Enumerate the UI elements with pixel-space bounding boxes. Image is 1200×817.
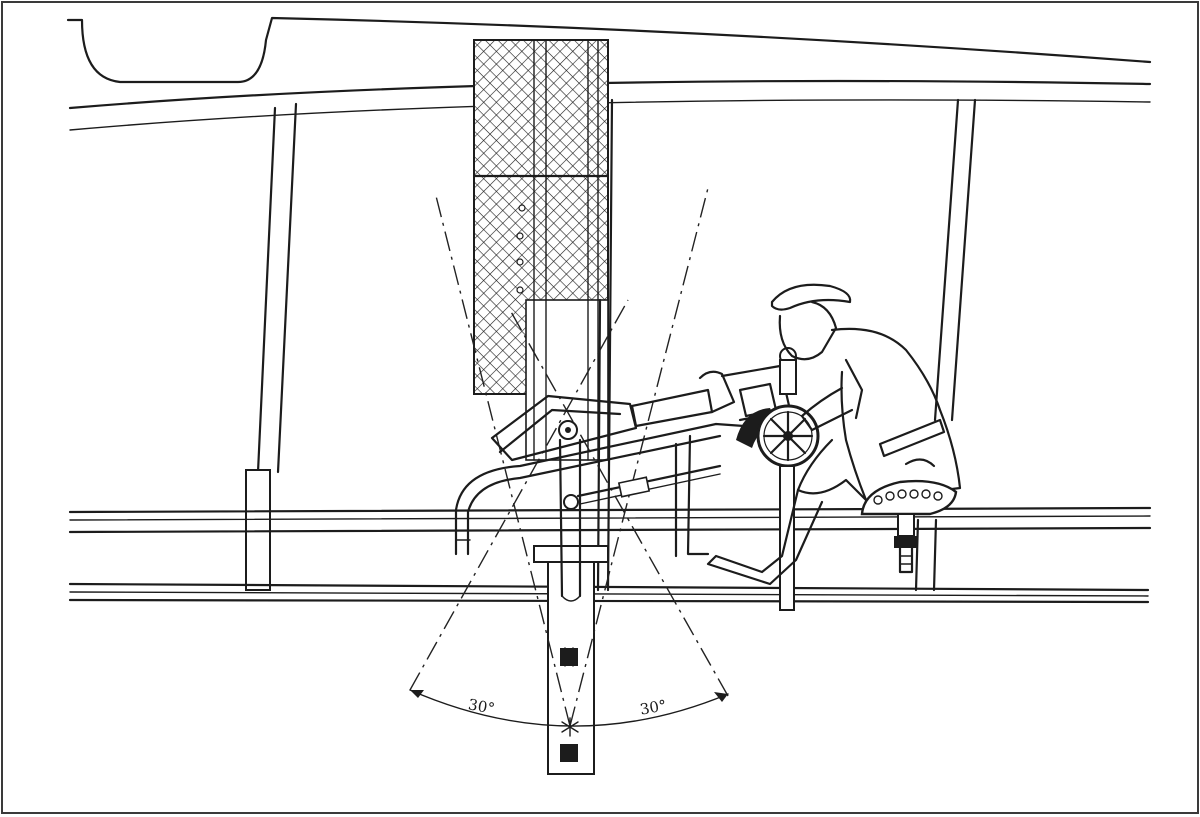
- angle-right-label: 30°: [639, 696, 668, 718]
- gun-cradle: [454, 394, 746, 558]
- upper-rail: [68, 506, 1152, 534]
- seat-icon: [860, 479, 958, 574]
- pivot-post: [533, 438, 609, 775]
- swing-angle-lines: [409, 187, 729, 727]
- angle-arc: [409, 689, 729, 737]
- right-strut: [914, 98, 977, 592]
- mesh-screen-icon: [472, 39, 614, 592]
- angle-left-label: 30°: [467, 695, 496, 717]
- gunner-figure-icon: [706, 283, 962, 586]
- handwheel-icon: [756, 404, 820, 611]
- left-strut: [245, 102, 298, 591]
